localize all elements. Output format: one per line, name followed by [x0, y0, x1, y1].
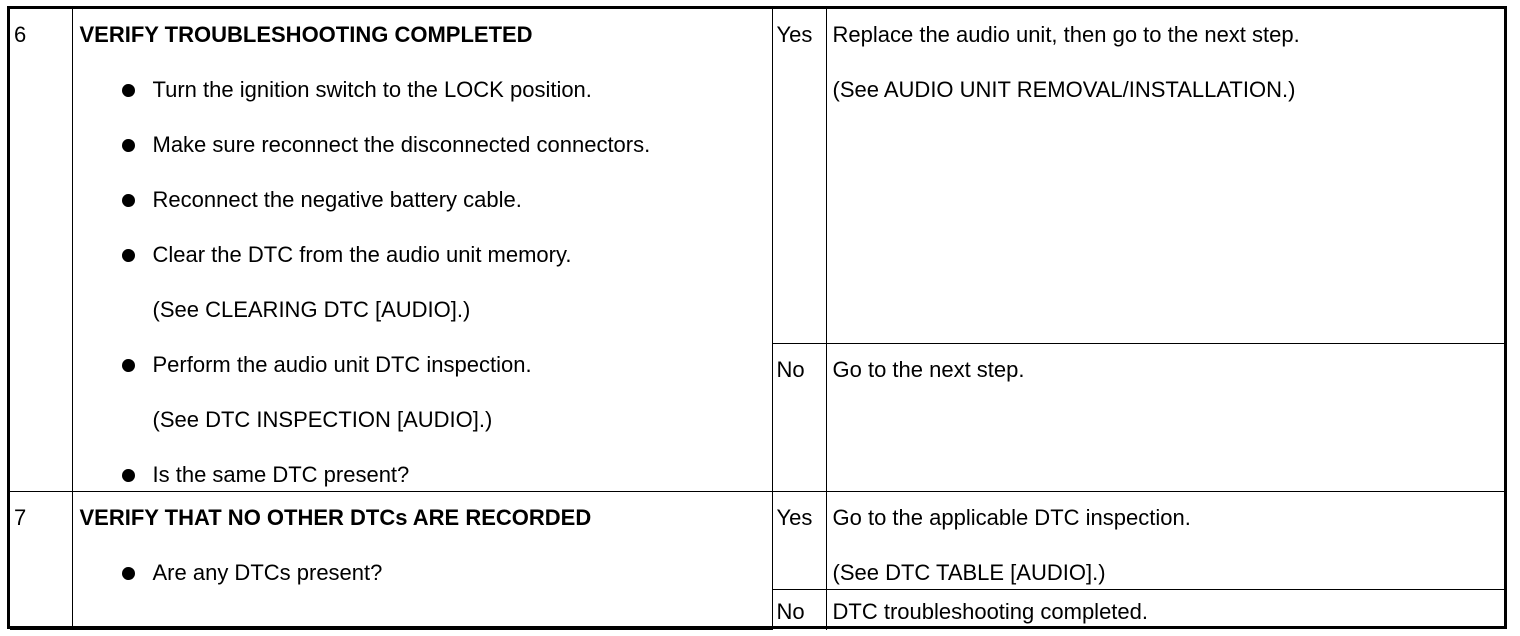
answer-no: No [776, 357, 805, 383]
troubleshooting-table-frame: 6 VERIFY TROUBLESHOOTING COMPLETED Turn … [7, 6, 1507, 630]
troubleshooting-table: 6 VERIFY TROUBLESHOOTING COMPLETED Turn … [10, 9, 1504, 630]
list-item: Reconnect the negative battery cable. [80, 184, 772, 216]
list-item-text: Is the same DTC present? [152, 462, 410, 487]
bullet-icon [121, 359, 135, 372]
step-number-cell: 6 [10, 9, 73, 492]
answer-yes: Yes [776, 505, 813, 530]
list-item-text: Clear the DTC from the audio unit memory… [152, 242, 572, 267]
list-item-text: Make sure reconnect the disconnected con… [152, 132, 651, 157]
list-item-text: Perform the audio unit DTC inspection. [152, 352, 532, 377]
step-7-no-row: No DTC troubleshooting completed. [10, 589, 1504, 630]
bullet-icon [121, 469, 135, 482]
list-item: Is the same DTC present? [80, 459, 772, 491]
action-reference: (See DTC TABLE [AUDIO].) [832, 560, 1106, 585]
answer-yes: Yes [776, 22, 813, 47]
answer-cell: No [771, 589, 827, 630]
list-item: Make sure reconnect the disconnected con… [80, 129, 772, 161]
action-cell: Go to the next step. [825, 343, 1504, 492]
step-number-cell: 7 [10, 491, 73, 630]
step-number: 6 [14, 22, 27, 47]
answer-no: No [776, 599, 805, 624]
list-item-text: Reconnect the negative battery cable. [152, 187, 522, 212]
inspection-list: Are any DTCs present? [80, 557, 772, 589]
step-heading: VERIFY TROUBLESHOOTING COMPLETED [79, 22, 533, 47]
list-item-text: Turn the ignition switch to the LOCK pos… [152, 77, 592, 102]
action-text: Go to the next step. [832, 357, 1025, 383]
action-cell: DTC troubleshooting completed. [825, 589, 1504, 630]
list-item-text: Are any DTCs present? [152, 560, 383, 585]
answer-cell: Yes [771, 491, 827, 590]
answer-cell: No [771, 343, 827, 492]
list-item: Are any DTCs present? [80, 557, 772, 589]
list-item-reference: (See CLEARING DTC [AUDIO].) [152, 297, 471, 322]
list-item: Clear the DTC from the audio unit memory… [80, 239, 772, 326]
action-text: Go to the applicable DTC inspection. [832, 505, 1191, 530]
inspection-cell: VERIFY THAT NO OTHER DTCs ARE RECORDED A… [71, 491, 773, 630]
bullet-icon [121, 139, 135, 152]
list-item-reference: (See DTC INSPECTION [AUDIO].) [152, 407, 493, 432]
inspection-list: Turn the ignition switch to the LOCK pos… [80, 74, 772, 491]
step-number: 7 [14, 505, 27, 530]
step-6-no-row: No Go to the next step. [10, 343, 1504, 492]
list-item: Perform the audio unit DTC inspection. (… [80, 349, 772, 436]
step-heading: VERIFY THAT NO OTHER DTCs ARE RECORDED [79, 505, 592, 530]
bullet-icon [121, 84, 135, 97]
answer-cell: Yes [771, 9, 827, 345]
action-reference: (See AUDIO UNIT REMOVAL/INSTALLATION.) [832, 77, 1296, 102]
bullet-icon [121, 567, 135, 580]
step-6-yes-row: 6 VERIFY TROUBLESHOOTING COMPLETED Turn … [10, 9, 1504, 492]
bullet-icon [121, 194, 135, 207]
action-text: Replace the audio unit, then go to the n… [832, 22, 1300, 47]
step-7-yes-row: 7 VERIFY THAT NO OTHER DTCs ARE RECORDED… [10, 491, 1504, 630]
action-cell: Go to the applicable DTC inspection. (Se… [825, 491, 1504, 590]
action-cell: Replace the audio unit, then go to the n… [825, 9, 1504, 345]
action-text: DTC troubleshooting completed. [832, 599, 1149, 624]
list-item: Turn the ignition switch to the LOCK pos… [80, 74, 772, 106]
inspection-cell: VERIFY TROUBLESHOOTING COMPLETED Turn th… [71, 9, 773, 492]
bullet-icon [121, 249, 135, 262]
